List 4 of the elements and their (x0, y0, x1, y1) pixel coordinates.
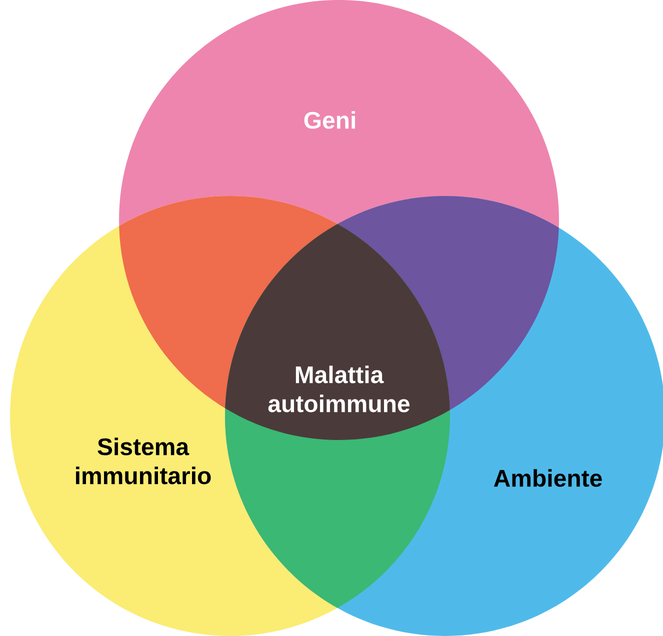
circle-label: Malattia autoimmune (268, 366, 410, 412)
circle-label: Sistema immunitario (76, 438, 211, 484)
circle-label: Geni (304, 111, 355, 129)
circle-label: Ambiente (494, 469, 602, 487)
